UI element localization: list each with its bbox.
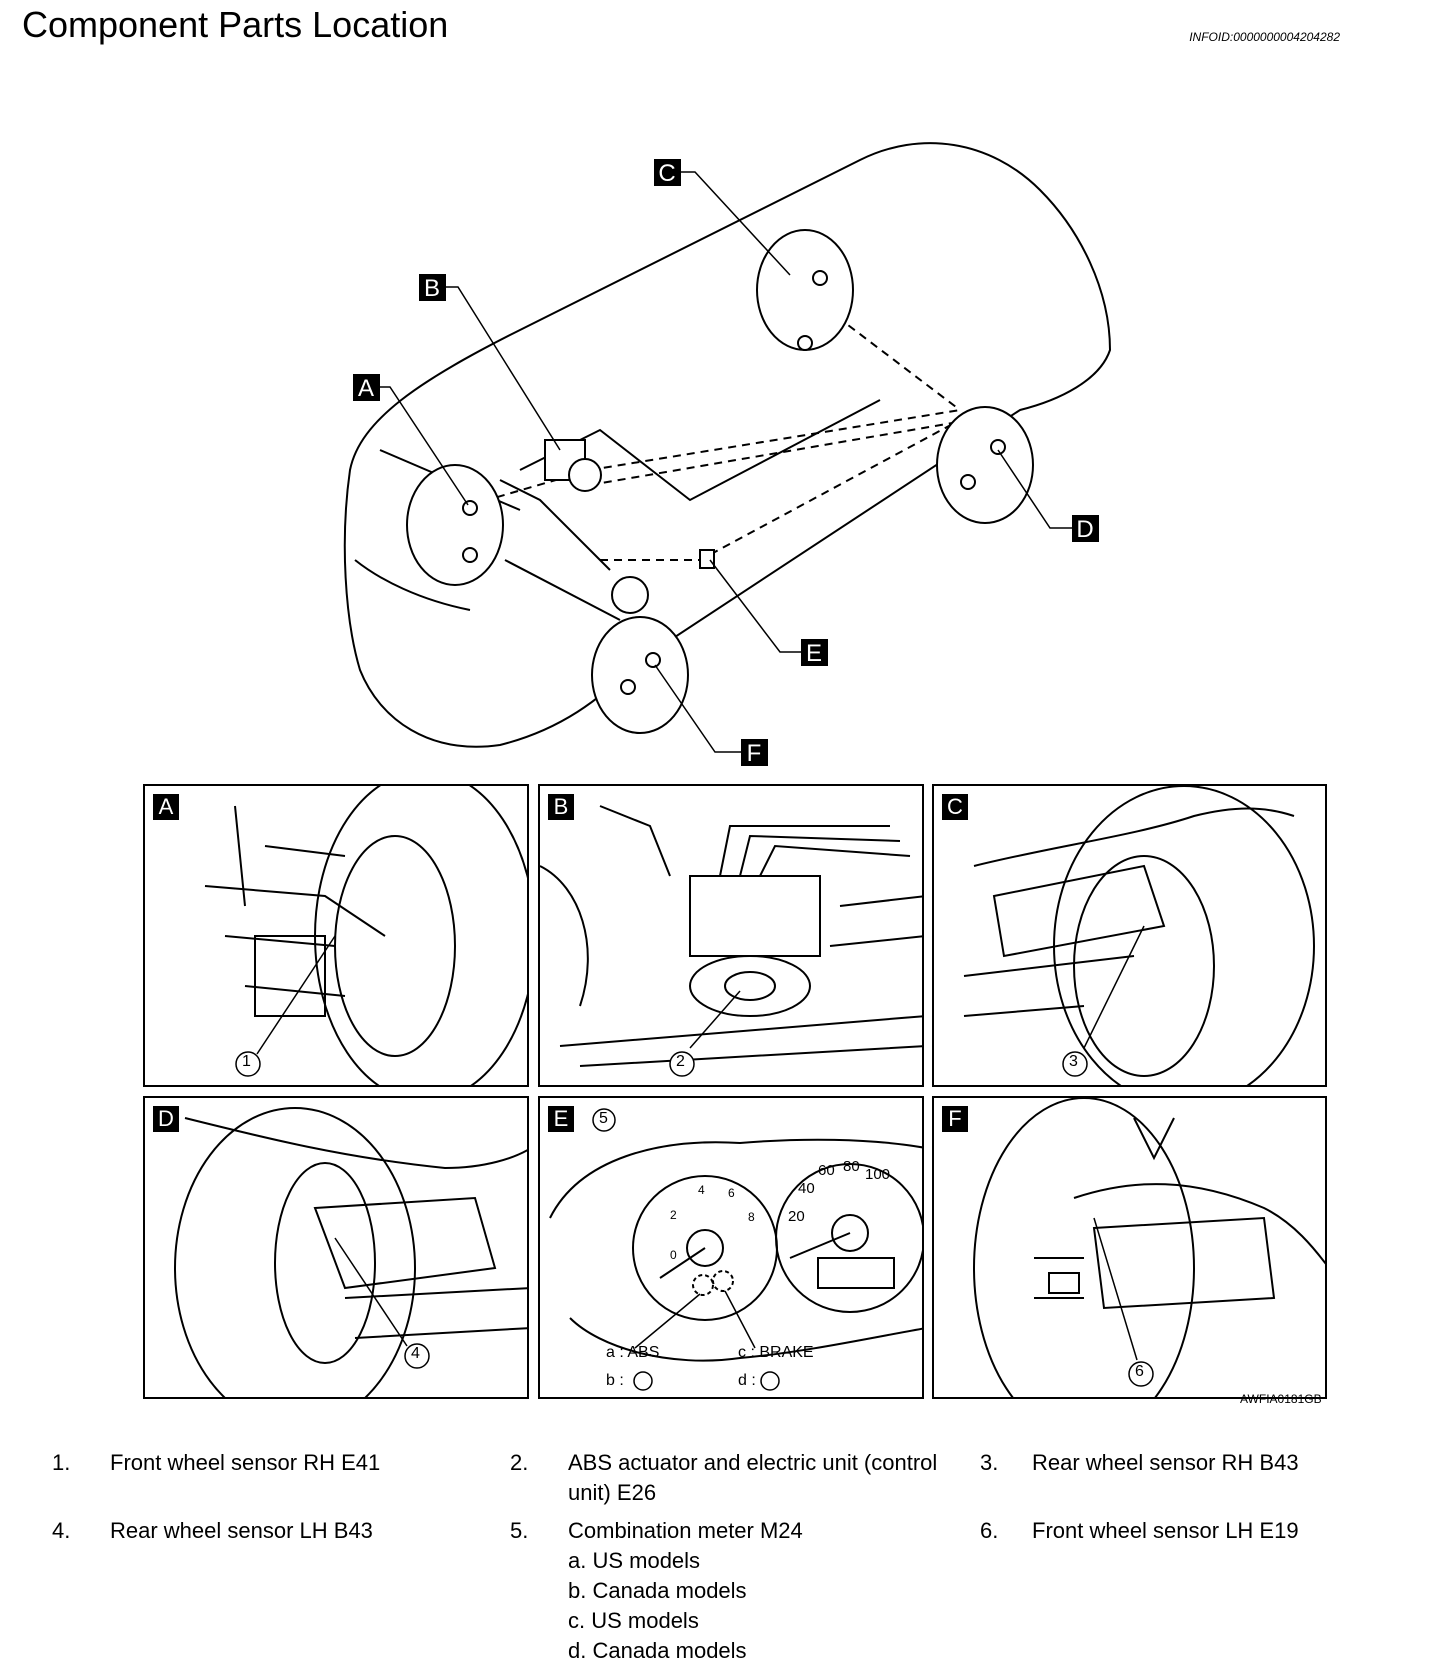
speedo-label: 60 [818,1162,835,1179]
front-right-wheel-illustration [204,786,527,1085]
speedo-label: 80 [843,1158,860,1175]
panel-e: E 5 0 2 4 6 8 20 40 60 80 100 a : ABS b … [538,1096,924,1399]
legend-text-continued: unit) E26 [568,1480,657,1505]
panel-b: B 2 [538,784,924,1087]
legend-number: 3. [980,1450,999,1475]
panel-a: A 1 [143,784,529,1087]
abs-actuator-illustration [540,805,922,1077]
speedo-label: 100 [865,1166,891,1183]
legend-subitem: b. Canada models [568,1578,747,1603]
legend-subitem: c. US models [568,1608,699,1633]
legend-number: 5. [510,1518,529,1543]
overview-tag-d: D [1076,516,1093,543]
overview-tag-f: F [747,740,762,767]
tacho-label: 4 [698,1183,705,1197]
indicator-a-label: a : ABS [606,1344,660,1361]
tacho-label: 2 [670,1208,677,1222]
legend-number: 2. [510,1450,529,1475]
speedo-label: 20 [788,1208,805,1225]
panel-f: F 6 [932,1096,1327,1399]
legend-number: 6. [980,1518,999,1543]
panel-tag: B [548,794,574,820]
panel-c: C 3 [932,784,1327,1087]
page-title: Component Parts Location [22,4,449,45]
legend-subitem: a. US models [568,1548,701,1573]
callout-number: 2 [676,1053,685,1070]
panel-tag: E [548,1106,574,1132]
tacho-label: 8 [748,1210,755,1224]
tacho-label: 6 [728,1186,735,1200]
indicator-d-label: d : [738,1372,756,1389]
tacho-label: 0 [670,1248,677,1262]
speedo-label: 40 [798,1180,815,1197]
panel-tag: C [942,794,968,820]
legend-text: Rear wheel sensor LH B43 [110,1518,373,1543]
rear-right-wheel-illustration [963,786,1315,1085]
indicator-b-label: b : [606,1372,624,1389]
panel-tag: D [153,1106,179,1132]
overview-tag-e: E [806,640,822,667]
callout-number: 4 [411,1345,420,1362]
legend-text: Front wheel sensor RH E41 [110,1450,381,1475]
rear-left-wheel-illustration [174,1107,527,1397]
indicator-c-label: c : BRAKE [738,1344,814,1361]
overview-tag-a: A [358,375,374,402]
panel-tag: A [153,794,179,820]
info-id: INFOID:0000000004204282 [1189,30,1340,44]
legend-number: 1. [52,1450,71,1475]
legend-text: Front wheel sensor LH E19 [1032,1518,1299,1543]
callout-number: 1 [242,1053,251,1070]
panel-tag: F [942,1106,968,1132]
legend-text: Rear wheel sensor RH B43 [1032,1450,1299,1475]
vehicle-overview-diagram: C B A D E F [343,142,1112,767]
overview-tag-b: B [424,275,440,302]
front-left-wheel-illustration [973,1098,1325,1397]
legend-text: Combination meter M24 [568,1518,803,1543]
callout-number: 6 [1135,1363,1144,1380]
callout-number: 5 [599,1110,608,1127]
combination-meter-illustration [549,1108,922,1391]
overview-tag-c: C [658,160,675,187]
figure-code: AWFIA0181GB [1240,1392,1322,1406]
panel-d: D 4 [143,1096,529,1399]
legend-text: ABS actuator and electric unit (control [568,1450,938,1475]
callout-number: 3 [1069,1053,1078,1070]
legend-number: 4. [52,1518,71,1543]
legend-subitem: d. Canada models [568,1638,747,1663]
